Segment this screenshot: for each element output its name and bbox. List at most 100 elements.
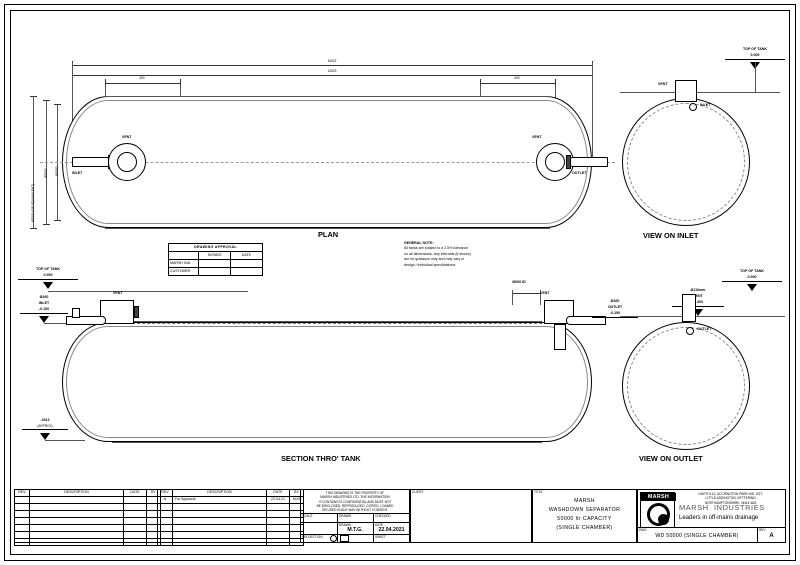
plan-shell-bottom <box>105 228 550 229</box>
approval-row-customer-label: CUSTOMER <box>167 267 200 276</box>
rev-cell[interactable] <box>29 517 124 525</box>
rev2-cell[interactable] <box>172 517 267 525</box>
rev2-cell[interactable] <box>172 510 267 518</box>
rev2-cell[interactable] <box>157 538 173 546</box>
approval-row-marsh-date[interactable] <box>229 259 264 268</box>
inlet-top-level-line <box>620 92 780 93</box>
approval-title: DRAWING APPROVAL <box>168 243 263 252</box>
rev-cell[interactable] <box>14 524 30 532</box>
section-vent-right-downpipe <box>554 324 566 350</box>
section-inlet-riser <box>72 308 80 318</box>
marsh-logo-wordmark: MARSH <box>641 493 676 501</box>
sheet-frame-inner <box>10 10 790 555</box>
client-block <box>410 489 532 543</box>
section-tank-inner-outline <box>66 326 588 438</box>
approval-row-customer-date[interactable] <box>229 267 264 276</box>
rev-cell[interactable] <box>29 503 124 511</box>
outlet-level-datum-triangle <box>747 284 757 291</box>
rev2-row-date[interactable]: 22.04.21 <box>266 496 290 504</box>
rev-cell[interactable] <box>123 538 147 546</box>
plan-outlet-label: OUTLET <box>572 171 587 175</box>
table-row <box>14 510 161 518</box>
plan-vent-left-label: VENT <box>122 135 132 139</box>
plan-shell-top <box>105 96 550 97</box>
rev-cell[interactable] <box>14 538 30 546</box>
rev-cell[interactable] <box>123 524 147 532</box>
general-note-line-1: All tanks are subject to a 2.5% toleranc… <box>404 246 469 251</box>
rev-cell[interactable] <box>14 510 30 518</box>
rev2-cell[interactable] <box>266 503 290 511</box>
sheet-frame-outer <box>4 4 796 561</box>
table-row <box>157 503 304 511</box>
rev-cell[interactable] <box>123 496 147 504</box>
product-title: MARSH WASHDOWN SEPARATOR 50000 ltr CAPAC… <box>534 497 635 533</box>
section-vent-left-flange <box>134 306 139 318</box>
general-note-line-4: design / individual specifications. <box>404 262 457 267</box>
rev2-cell[interactable] <box>266 538 290 546</box>
approval-row-marsh-signed[interactable] <box>198 259 231 268</box>
copyright-line-5: OR USED IN ANY WAY WITHOUT CONSENT. <box>321 508 389 513</box>
section-view-title: SECTION THRO' TANK <box>281 454 361 463</box>
meta-divider-v1 <box>337 513 338 543</box>
rev2-cell[interactable] <box>157 503 173 511</box>
sheet-label: SHEET <box>375 535 386 539</box>
marsh-logo-box: MARSH <box>640 492 676 528</box>
rev2-cell[interactable] <box>266 517 290 525</box>
table-row: MARSH IND. <box>167 259 264 268</box>
client-label: CLIENT <box>412 490 424 494</box>
rev2-cell[interactable] <box>172 538 267 546</box>
rev2-cell[interactable] <box>172 524 267 532</box>
rev2-col-description: DESCRIPTION <box>172 489 267 497</box>
rev2-cell[interactable] <box>266 531 290 539</box>
rev2-row-description[interactable]: For Approval <box>172 496 267 504</box>
table-row <box>14 538 161 546</box>
copyright-meta-block <box>300 489 410 543</box>
rev-cell[interactable] <box>123 531 147 539</box>
general-note-heading: GENERAL NOTE: <box>404 241 434 245</box>
rev-cell[interactable] <box>14 496 30 504</box>
rev-cell[interactable] <box>14 503 30 511</box>
product-line-2: WASHDOWN SEPARATOR <box>548 507 621 514</box>
table-row <box>14 524 161 532</box>
section-base-datum-triangle <box>40 433 50 440</box>
table-row <box>157 538 304 546</box>
product-block <box>532 489 637 543</box>
rev2-row-rev[interactable]: A <box>157 496 173 504</box>
plan-outlet-pipe <box>568 157 608 167</box>
rev2-cell[interactable] <box>157 531 173 539</box>
outlet-top-of-tank-level: 0.000 <box>722 275 782 282</box>
rev2-cell[interactable] <box>172 503 267 511</box>
rev2-cell[interactable] <box>157 524 173 532</box>
rev-cell[interactable] <box>29 510 124 518</box>
approval-head-blank <box>167 251 200 260</box>
plan-vent-right-label: VENT <box>532 135 542 139</box>
rev-cell[interactable] <box>14 531 30 539</box>
plan-ext-line-right <box>592 62 593 162</box>
rev-cell[interactable] <box>29 524 124 532</box>
inlet-top-of-tank-label: TOP OF TANK <box>743 47 767 51</box>
rev-cell[interactable] <box>123 503 147 511</box>
rev-cell[interactable] <box>123 510 147 518</box>
rev2-cell[interactable] <box>157 510 173 518</box>
inlet-tank-circle-inner <box>627 103 745 221</box>
rev-cell[interactable] <box>29 496 124 504</box>
table-row <box>157 510 304 518</box>
plan-vent-right-opening <box>545 152 565 172</box>
drawing-no-label: DWG <box>639 528 647 532</box>
section-outlet-label: OUTLET <box>607 305 623 309</box>
rev2-cell[interactable] <box>172 531 267 539</box>
table-row: REV DESCRIPTION DATE BY <box>14 489 161 497</box>
rev-col-rev: REV <box>14 489 30 497</box>
rev-cell[interactable] <box>123 517 147 525</box>
rev2-cell[interactable] <box>266 510 290 518</box>
drawn-label-top: DRAWN <box>339 514 351 518</box>
rev-cell[interactable] <box>14 517 30 525</box>
approval-row-customer-signed[interactable] <box>198 267 231 276</box>
rev2-cell[interactable] <box>266 524 290 532</box>
rev2-cell[interactable] <box>157 517 173 525</box>
rev-cell[interactable] <box>29 538 124 546</box>
plan-inlet-pipe <box>72 157 112 167</box>
rev-cell[interactable] <box>29 531 124 539</box>
plan-dim-tick-v <box>43 224 50 225</box>
table-row: A For Approval 22.04.21 MJG <box>157 496 304 504</box>
